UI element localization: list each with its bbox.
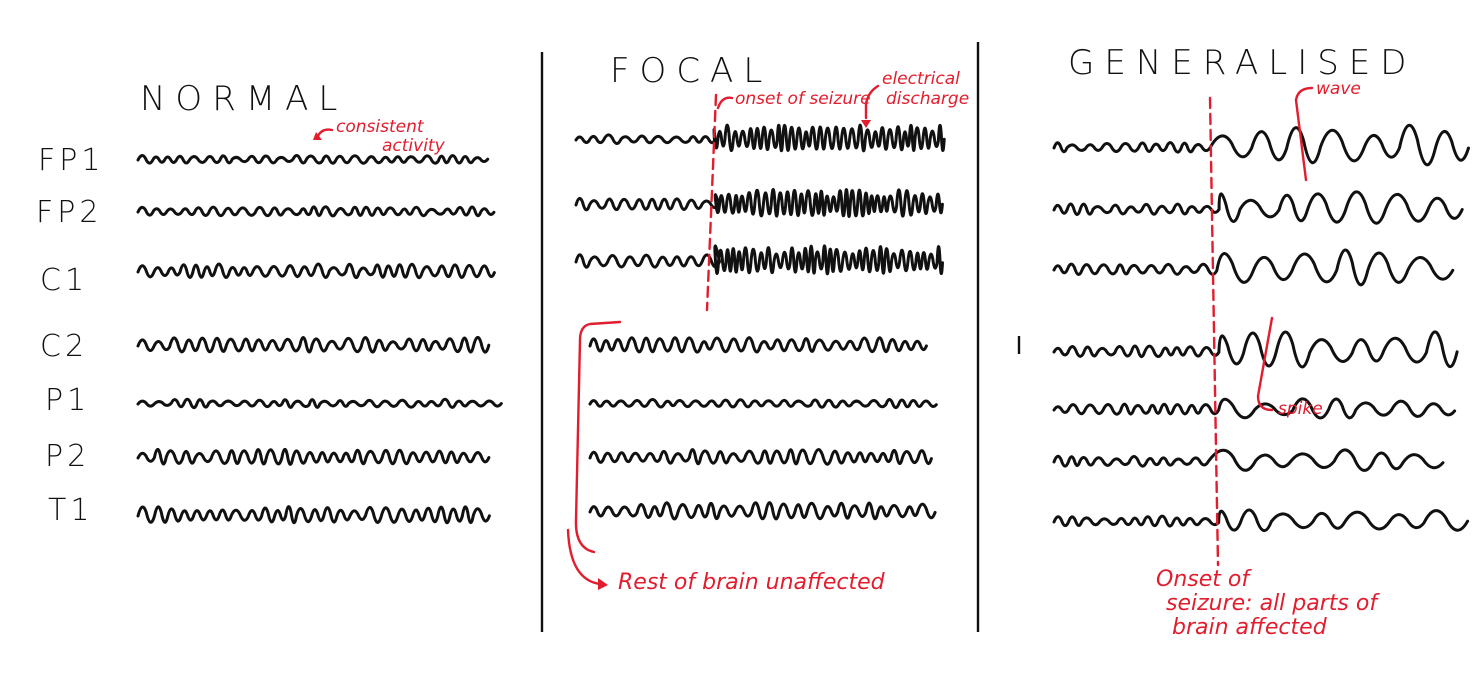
discharge-note-2: discharge	[886, 89, 969, 109]
focal-trace-fp2	[574, 188, 944, 218]
normal-traces	[136, 153, 503, 525]
generalised-onset-note-2: seizure: all parts of	[1166, 591, 1380, 616]
spike-note: spike	[1278, 399, 1323, 419]
channel-label-p1: P1	[45, 383, 90, 418]
consistent-activity-arrowhead	[313, 132, 322, 140]
focal-trace-c2	[588, 336, 928, 354]
discharge-arrowhead	[861, 120, 871, 128]
focal-onset-line	[705, 93, 718, 312]
generalised-traces	[1052, 123, 1470, 533]
unaffected-note: Rest of brain unaffected	[618, 570, 886, 595]
unaffected-arrow	[566, 528, 602, 586]
consistent-activity-arrow	[316, 128, 334, 138]
generalised-trace-c1	[1052, 248, 1455, 287]
normal-trace-c1	[136, 262, 496, 280]
focal-onset-note: onset of seizure	[735, 89, 871, 109]
focal-trace-c1	[574, 244, 944, 276]
unaffected-bracket	[574, 320, 622, 554]
consistent-activity-note-2: activity	[382, 136, 446, 156]
normal-trace-t1	[136, 505, 491, 525]
normal-trace-c2	[136, 336, 491, 354]
focal-trace-p1	[588, 398, 938, 410]
generalised-onset-note-1: Onset of	[1156, 567, 1252, 592]
channel-label-p2: P2	[45, 439, 90, 474]
generalised-trace-fp2	[1052, 190, 1464, 225]
normal-title: NORMAL	[140, 79, 347, 119]
focal-traces	[574, 123, 946, 521]
wave-note: wave	[1316, 79, 1361, 99]
generalised-onset-note-3: brain affected	[1172, 615, 1328, 640]
normal-trace-fp2	[136, 205, 496, 218]
spike-arrow	[1256, 316, 1274, 412]
discharge-arrow	[864, 84, 880, 120]
wave-arrow	[1294, 86, 1314, 182]
generalised-onset-line	[1208, 96, 1220, 567]
consistent-activity-note-1: consistent	[336, 117, 425, 137]
channel-label-t1: T1	[48, 493, 93, 528]
unaffected-arrowhead	[598, 578, 608, 590]
normal-trace-p1	[136, 397, 503, 410]
normal-trace-fp1	[136, 153, 490, 165]
focal-trace-t1	[588, 501, 937, 521]
focal-onset-arrow	[716, 96, 734, 110]
channel-label-fp2: FP2	[36, 195, 102, 230]
focal-trace-p2	[588, 448, 933, 466]
generalised-trace-p1	[1052, 397, 1457, 420]
channel-label-fp1: FP1	[38, 143, 104, 178]
focal-trace-fp1	[574, 123, 946, 153]
generalised-trace-c2	[1052, 330, 1459, 369]
channel-label-c2: C2	[40, 329, 88, 364]
generalised-title: GENERALISED	[1068, 43, 1416, 83]
channel-label-c1: C1	[40, 263, 88, 298]
generalised-trace-fp1	[1052, 123, 1470, 167]
normal-trace-p2	[136, 447, 491, 466]
discharge-note-1: electrical	[882, 69, 960, 89]
generalised-trace-p2	[1052, 448, 1445, 472]
focal-title: FOCAL	[610, 51, 772, 91]
generalised-trace-t1	[1052, 508, 1470, 533]
